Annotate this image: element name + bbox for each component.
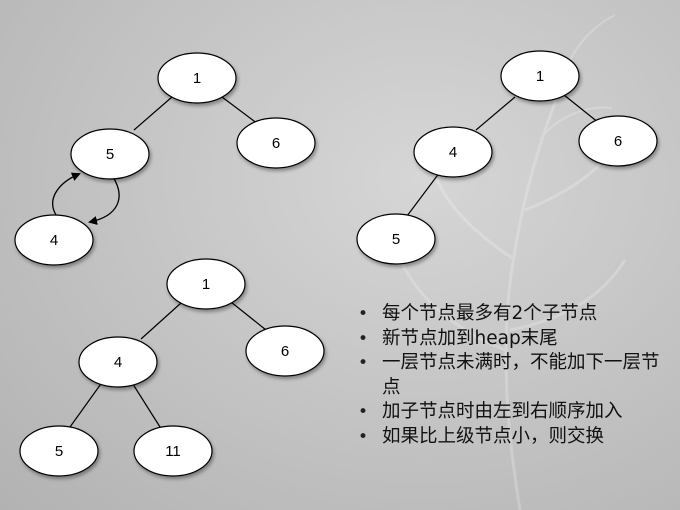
tree-edges: [133, 96, 259, 131]
tree-top-right: 1 4 6 5: [356, 50, 658, 265]
node-label: 1: [193, 70, 201, 87]
tree-node: 1: [166, 258, 246, 310]
node-label: 4: [114, 354, 122, 371]
edge-1-6: [230, 301, 267, 331]
node-label: 11: [165, 443, 181, 460]
edge-4-5: [69, 380, 104, 428]
tree-node: 6: [236, 117, 316, 169]
tree-node: 5: [70, 128, 150, 180]
tree-node: 6: [578, 115, 658, 167]
rule-item: 一层节点未满时，不能加下一层节点: [358, 351, 668, 400]
tree-node: 11: [133, 425, 213, 477]
tree-node: 1: [500, 50, 580, 102]
tree-bottom-left: 1 4 6 5 11: [19, 258, 325, 477]
swap-arrow-up: [52, 172, 81, 216]
node-label: 6: [281, 343, 289, 360]
edge-1-6: [563, 94, 600, 124]
node-label: 5: [55, 443, 63, 460]
node-label: 5: [106, 146, 114, 163]
node-label: 1: [536, 68, 544, 85]
edge-1-4: [140, 302, 182, 340]
tree-node: 4: [14, 214, 94, 266]
tree-node: 4: [413, 126, 493, 178]
node-label: 1: [202, 276, 210, 293]
node-label: 6: [272, 135, 280, 152]
heap-rules-list: 每个节点最多有2个子节点 新节点加到heap末尾 一层节点未满时，不能加下一层节…: [358, 302, 668, 450]
tree-node: 4: [78, 336, 158, 388]
node-label: 5: [392, 231, 400, 248]
swap-arrow-down: [88, 176, 120, 225]
node-label: 6: [614, 133, 622, 150]
edge-1-4: [475, 96, 516, 131]
edge-1-5: [133, 96, 173, 131]
tree-edges: [406, 94, 600, 217]
rule-item: 如果比上级节点小，则交换: [358, 425, 668, 450]
node-label: 4: [50, 232, 58, 249]
edge-4-5: [406, 171, 441, 217]
rule-item: 新节点加到heap末尾: [358, 327, 668, 352]
edge-4-11: [130, 380, 161, 428]
rule-item: 加子节点时由左到右顺序加入: [358, 400, 668, 425]
edge-1-6: [221, 96, 259, 125]
tree-node: 1: [157, 52, 237, 104]
tree-node: 6: [245, 325, 325, 377]
tree-node: 5: [19, 425, 99, 477]
tree-node: 5: [356, 213, 436, 265]
rule-item: 每个节点最多有2个子节点: [358, 302, 668, 327]
tree-edges: [69, 301, 267, 428]
tree-top-left: 1 5 6 4: [14, 52, 316, 266]
node-label: 4: [449, 144, 457, 161]
